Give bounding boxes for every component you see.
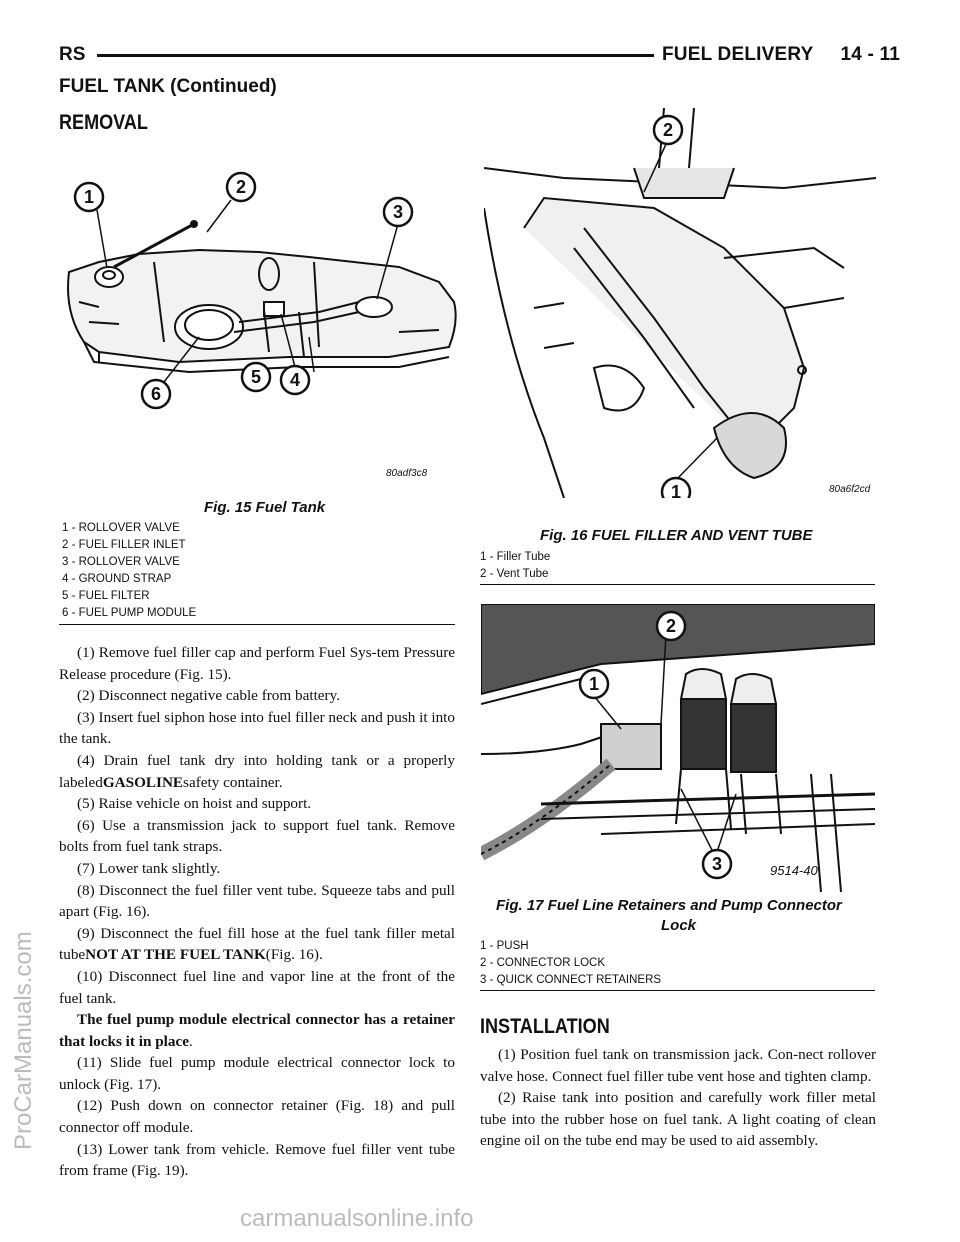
step-text: (11) Slide fuel pump module electrical c…	[59, 1054, 455, 1093]
step-text: (7) Lower tank slightly.	[77, 859, 221, 877]
step4-text: (4) Drain fuel tank dry into holding tan…	[59, 751, 455, 791]
step-text: (10) Disconnect fuel line and vapor line…	[59, 967, 455, 1007]
fig15-rule	[59, 624, 455, 625]
header-section-code: RS	[59, 44, 86, 65]
fig16-caption: Fig. 16 FUEL FILLER AND VENT TUBE	[540, 527, 813, 544]
header-rule	[97, 54, 654, 57]
not-at-tank-label: NOT AT THE FUEL TANK	[85, 946, 266, 964]
fig16-callout: 2	[663, 120, 673, 140]
fig17-callout: 1	[589, 674, 599, 694]
fuel-tank-drawing: 1 2 3 4 5 6	[67, 171, 457, 410]
legend-item: 1 - ROLLOVER VALVE	[62, 522, 180, 534]
fig17-callout: 2	[666, 616, 676, 636]
fig17-illustration: 2 1 3	[477, 603, 876, 893]
fig17-callout: 3	[712, 854, 722, 874]
fig15-callout: 6	[151, 384, 161, 404]
legend-item: 1 - Filler Tube	[480, 551, 551, 563]
step-text: (1) Remove fuel filler cap and perform F…	[59, 644, 455, 683]
note-text: The fuel pump module electrical connecto…	[59, 1009, 455, 1052]
fig17-caption: Fig. 17 Fuel Line Retainers and Pump Con…	[496, 897, 842, 914]
fig15-callout: 4	[290, 370, 300, 390]
fig16-rule	[480, 584, 875, 585]
fig15-callout: 3	[393, 202, 403, 222]
step-text: (2) Disconnect negative cable from batte…	[77, 687, 340, 705]
removal-steps: (1) Remove fuel filler cap and perform F…	[59, 642, 455, 1182]
legend-item: 3 - ROLLOVER VALVE	[62, 556, 180, 568]
footer-watermark: carmanualsonline.info	[240, 1205, 474, 1232]
legend-item: 3 - QUICK CONNECT RETAINERS	[480, 974, 662, 986]
step9-tail: (Fig. 16).	[265, 946, 323, 964]
legend-item: 2 - Vent Tube	[480, 568, 549, 580]
step4-tail: safety container.	[183, 773, 283, 791]
side-watermark: ProCarManuals.com	[10, 931, 37, 1150]
fig15-legend: 1 - ROLLOVER VALVE 2 - FUEL FILLER INLET…	[62, 520, 196, 622]
note-body: The fuel pump module electrical connecto…	[59, 1011, 455, 1050]
fuel-line-retainers-drawing: 2 1 3	[477, 603, 876, 893]
fig15-code: 80adf3c8	[386, 468, 428, 479]
step-text: (5) Raise vehicle on hoist and support.	[77, 795, 312, 813]
legend-item: 2 - CONNECTOR LOCK	[480, 957, 606, 969]
installation-steps: (1) Position fuel tank on transmission j…	[480, 1044, 876, 1152]
step-text: (8) Disconnect the fuel filler vent tube…	[59, 881, 455, 921]
step-text: (4) Drain fuel tank dry into holding tan…	[59, 750, 455, 793]
fig15-caption: Fig. 15 Fuel Tank	[204, 499, 326, 516]
legend-item: 4 - GROUND STRAP	[62, 573, 172, 585]
fig17-legend: 1 - PUSH 2 - CONNECTOR LOCK 3 - QUICK CO…	[480, 938, 661, 989]
fig15-callout: 5	[251, 367, 261, 387]
fig16-code: 80a6f2cd	[829, 484, 871, 495]
step-text: (2) Raise tank into position and careful…	[480, 1089, 876, 1150]
filler-vent-tube-drawing: 2 1	[483, 107, 877, 508]
note-period: .	[188, 1032, 193, 1050]
fig16-illustration: 2 1	[483, 107, 877, 508]
fig17-code: 9514-40	[770, 863, 818, 878]
fig16-callout: 1	[671, 482, 681, 498]
removal-heading: REMOVAL	[59, 111, 148, 134]
step9-text: (9) Disconnect the fuel fill hose at the…	[59, 924, 455, 964]
step-text: (12) Push down on connector retainer (Fi…	[59, 1097, 455, 1137]
continued-heading: FUEL TANK (Continued)	[59, 76, 277, 97]
legend-item: 2 - FUEL FILLER INLET	[62, 539, 186, 551]
legend-item: 1 - PUSH	[480, 940, 529, 952]
step-text: (9) Disconnect the fuel fill hose at the…	[59, 923, 455, 966]
fig16-legend: 1 - Filler Tube 2 - Vent Tube	[480, 549, 550, 583]
fig15-callout: 1	[84, 187, 94, 207]
step-text: (13) Lower tank from vehicle. Remove fue…	[59, 1140, 455, 1180]
fig17-rule	[480, 990, 875, 991]
step-text: (3) Insert fuel siphon hose into fuel fi…	[59, 708, 455, 748]
header-chapter-title: FUEL DELIVERY 14 - 11	[662, 44, 901, 65]
legend-item: 5 - FUEL FILTER	[62, 590, 150, 602]
fig17-caption-line2: Lock	[661, 917, 697, 934]
installation-heading: INSTALLATION	[480, 1015, 610, 1038]
step-text: (6) Use a transmission jack to support f…	[59, 816, 455, 856]
fig15-callout: 2	[236, 177, 246, 197]
step-text: (1) Position fuel tank on transmission j…	[480, 1046, 876, 1085]
fig15-illustration: 1 2 3 4 5 6	[59, 162, 459, 492]
gasoline-label: GASOLINE	[102, 773, 184, 791]
legend-item: 6 - FUEL PUMP MODULE	[62, 607, 197, 619]
